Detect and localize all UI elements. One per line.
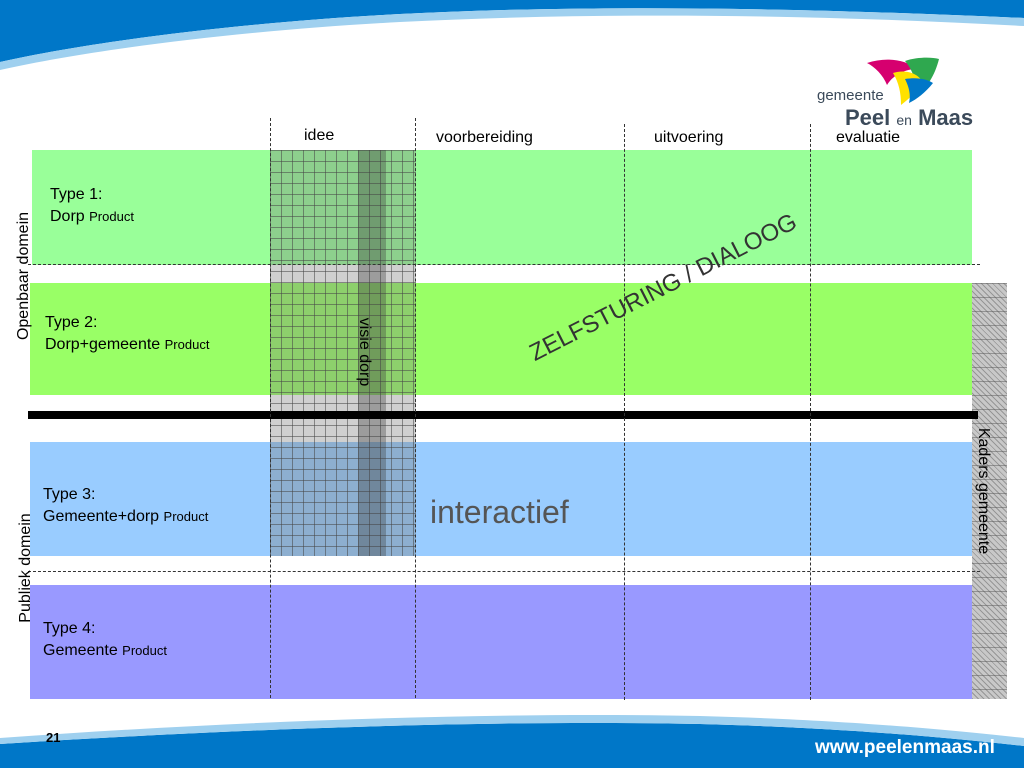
kaders-gemeente-label: Kaders gemeente <box>975 427 992 555</box>
logo-name-part2: en <box>896 112 912 128</box>
phase-divider-4 <box>810 124 811 700</box>
domain-separator <box>28 411 978 419</box>
phase-evaluatie: evaluatie <box>836 129 901 146</box>
type-2-title: Type 2: <box>45 314 98 331</box>
type-3-product: Product <box>163 509 209 524</box>
footer-url[interactable]: www.peelenmaas.nl <box>815 737 995 758</box>
type-4-name: Gemeente Product <box>43 642 167 659</box>
phase-divider-3 <box>624 124 625 700</box>
phase-divider-1 <box>270 118 271 698</box>
type-label-2: Type 2: Dorp+gemeente Product <box>45 312 209 356</box>
type-label-3: Type 3: Gemeente+dorp Product <box>43 484 208 528</box>
type-4-product: Product <box>122 643 167 658</box>
row-band-1 <box>32 150 972 265</box>
type-4-title: Type 4: <box>43 620 96 637</box>
phase-uitvoering: uitvoering <box>654 129 724 146</box>
bottom-wave-decoration <box>0 714 1024 768</box>
logo: gemeente Peel en Maas <box>815 55 985 130</box>
dashed-line-row3 <box>28 571 980 572</box>
phase-divider-2 <box>415 118 416 698</box>
type-3-name: Gemeente+dorp Product <box>43 508 209 525</box>
type-2-name: Dorp+gemeente Product <box>45 336 210 353</box>
type-label-1: Type 1: Dorp Product <box>50 184 134 228</box>
logo-name-part3: Maas <box>918 105 974 130</box>
phase-idee: idee <box>304 127 335 144</box>
type-1-product: Product <box>89 209 134 224</box>
row-band-2 <box>30 283 972 395</box>
type-1-name: Dorp Product <box>50 208 134 225</box>
row-band-4 <box>30 585 972 699</box>
type-2-product: Product <box>164 337 210 352</box>
type-1-title: Type 1: <box>50 186 103 203</box>
phase-voorbereiding: voorbereiding <box>436 129 533 146</box>
type-3-title: Type 3: <box>43 486 96 503</box>
visie-dorp-column <box>270 150 416 556</box>
row-band-3 <box>30 442 972 556</box>
logo-name-part1: Peel <box>845 105 891 130</box>
kaders-column <box>972 283 1007 699</box>
logo-mark-icon <box>867 57 939 105</box>
interactief-label: interactief <box>430 494 569 530</box>
domain-label-openbaar: Openbaar domein <box>15 211 32 341</box>
logo-gemeente: gemeente <box>817 87 884 104</box>
logo-name: Peel en Maas <box>845 105 973 131</box>
visie-dorp-strip <box>358 150 386 556</box>
visie-dorp-label: visie dorp <box>356 317 373 387</box>
top-wave-decoration <box>0 0 1024 70</box>
type-label-4: Type 4: Gemeente Product <box>43 618 167 662</box>
dashed-line-row1 <box>28 264 980 265</box>
domain-label-publiek: Publiek domein <box>17 513 34 623</box>
page-number: 21 <box>46 730 61 745</box>
